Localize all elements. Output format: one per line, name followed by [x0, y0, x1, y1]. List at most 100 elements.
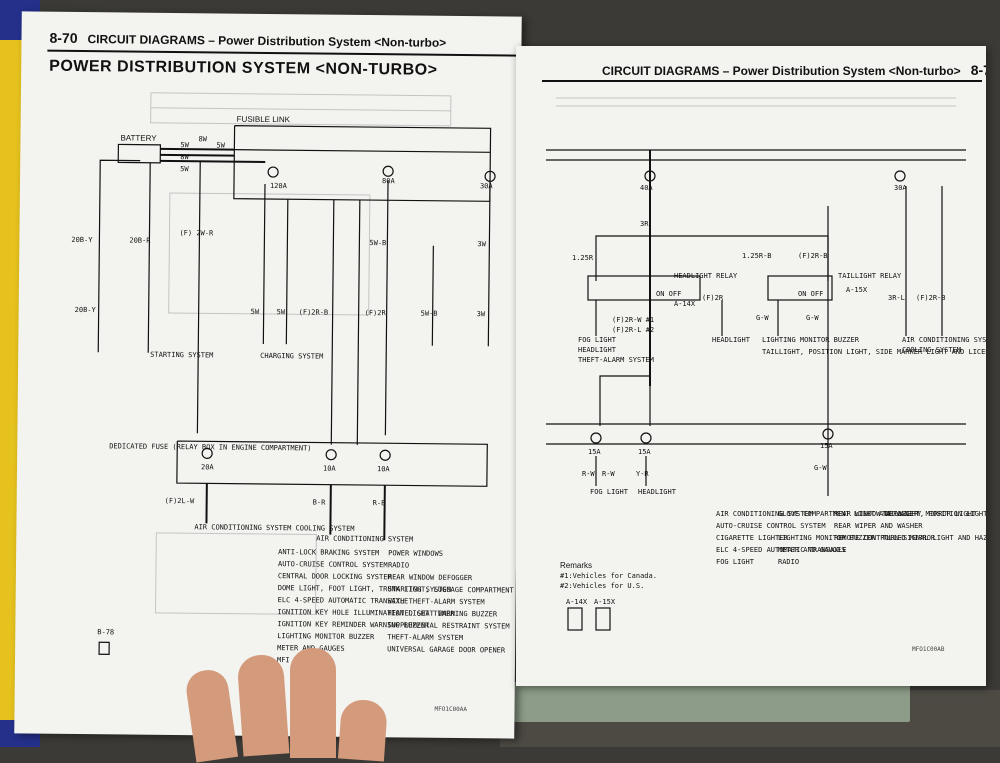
- wire-f-2r-b: (F)2R-B: [299, 308, 329, 316]
- wire-f-2l-w: (F)2L-W: [165, 497, 195, 505]
- fuse-15a-c: 15A: [820, 442, 833, 450]
- fl-120a: 120A: [270, 182, 288, 190]
- connector-b78: B-78: [97, 628, 114, 636]
- wire-5w-b: 5W: [216, 141, 225, 149]
- dest-starting: STARTING SYSTEM: [150, 351, 213, 360]
- dest-fog: FOG LIGHT: [578, 336, 617, 344]
- wire-g-w: G-W: [756, 314, 769, 322]
- dest-headlight-r: HEADLIGHT: [712, 336, 751, 344]
- right-page-code: MFO1C00AB: [912, 646, 945, 653]
- svg-text:RADIO: RADIO: [778, 558, 799, 566]
- remark-1: #1:Vehicles for Canada.: [560, 572, 657, 580]
- wire-3r: 3R: [640, 220, 649, 228]
- left-wiring-diagram: BATTERY FUSIBLE LINK 5W 8W 5W 8W 5W 120A…: [14, 11, 522, 738]
- dest-ac: AIR CONDITIONING SYSTEM: [316, 535, 413, 544]
- wire-f-2r-l: (F)2R-L #2: [612, 326, 654, 334]
- dest-cooling-r: COOLING SYSTEM: [902, 346, 961, 354]
- wire-20b-r: 20B-R: [129, 237, 151, 245]
- dest-charging: CHARGING SYSTEM: [260, 352, 323, 361]
- dest-theft: THEFT-ALARM SYSTEM: [578, 356, 654, 364]
- wire-g-w-2: G-W: [806, 314, 819, 322]
- wire-8w-b: 8W: [180, 153, 189, 161]
- wire-f-2w-r: (F) 2W-R: [179, 229, 214, 237]
- fuse-20a: 20A: [201, 463, 215, 471]
- dest-headlight: HEADLIGHT: [578, 346, 617, 354]
- fl-40a: 40A: [640, 184, 653, 192]
- dest-lighting-buzzer: LIGHTING MONITOR BUZZER: [762, 336, 860, 344]
- wire-b-r: B-R: [313, 498, 327, 506]
- svg-text:POWER WINDOWS: POWER WINDOWS: [388, 549, 443, 558]
- on-off-a: ON OFF: [656, 290, 681, 298]
- wire-r-w: R-W: [582, 470, 595, 478]
- right-wiring-diagram: 40A 30A 3R 1.25R 1.25R-B (F)2R-B HEADLIG…: [516, 46, 986, 686]
- svg-text:CENTRAL DOOR LOCKING SYSTEM: CENTRAL DOOR LOCKING SYSTEM: [278, 572, 392, 581]
- wire-f-2r-r: (F)2R: [702, 294, 724, 302]
- wire-8w: 8W: [198, 135, 207, 143]
- wire-1-25r-b: 1.25R-B: [742, 252, 772, 260]
- dest-headlight-3: HEADLIGHT: [638, 488, 677, 496]
- svg-text:METER AND GAUGES: METER AND GAUGES: [778, 546, 845, 554]
- fusible-link-label: FUSIBLE LINK: [237, 115, 291, 125]
- wire-20b-y-2: 20B-Y: [75, 306, 97, 314]
- wire-r-w-2: R-W: [602, 470, 615, 478]
- wire-f-2r: (F)2R: [365, 309, 387, 317]
- wire-1-25r: 1.25R: [572, 254, 594, 262]
- right-load-list: AIR CONDITIONING SYSTEM AUTO-CRUISE CONT…: [716, 510, 986, 566]
- wire-5w-c: 5W: [180, 165, 189, 173]
- svg-text:AUTO-CRUISE CONTROL SYSTEM: AUTO-CRUISE CONTROL SYSTEM: [716, 522, 826, 530]
- conn-a14x-b: A-14X: [566, 598, 588, 606]
- green-binder: [510, 682, 910, 722]
- fuse-10a-a: 10A: [323, 465, 337, 473]
- svg-text:TURN-SIGNAL LIGHT AND HAZARD L: TURN-SIGNAL LIGHT AND HAZARD LIGHT: [882, 534, 986, 542]
- dedicated-fuse-label: DEDICATED FUSE (RELAY BOX IN ENGINE COMP…: [109, 442, 311, 452]
- svg-text:LIGHTING MONITOR BUZZER: LIGHTING MONITOR BUZZER: [277, 632, 375, 641]
- svg-text:ANTI-LOCK BRAKING SYSTEM: ANTI-LOCK BRAKING SYSTEM: [278, 548, 379, 557]
- svg-text:SUPPLEMENTAL RESTRAINT SYSTEM: SUPPLEMENTAL RESTRAINT SYSTEM: [387, 621, 509, 630]
- wire-f-2r-b-2: (F)2R-B: [916, 294, 946, 302]
- svg-text:REAR WIPER AND WASHER: REAR WIPER AND WASHER: [834, 522, 923, 530]
- finger-4: [338, 698, 388, 761]
- wire-5w-a: 5W: [180, 141, 189, 149]
- wire-20b-y: 20B-Y: [71, 236, 93, 244]
- fl-30a: 30A: [480, 182, 494, 190]
- wire-5w-b-2: 5W-B: [421, 310, 438, 318]
- conn-a14x: A-14X: [674, 300, 696, 308]
- wire-5w-2: 5W: [277, 308, 286, 316]
- taillight-relay-label: TAILLIGHT RELAY: [838, 272, 902, 280]
- svg-text:STARTING SYSTEM: STARTING SYSTEM: [388, 585, 451, 594]
- wire-3w-top: 3W: [477, 240, 486, 248]
- conn-a15x-b: A-15X: [594, 598, 616, 606]
- battery-label: BATTERY: [120, 133, 157, 142]
- conn-a15x: A-15X: [846, 286, 868, 294]
- wire-f-2r-w: (F)2R-W #1: [612, 316, 654, 324]
- wire-5w-b-top: 5W-B: [369, 239, 386, 247]
- wire-3r-l: 3R-L: [888, 294, 905, 302]
- wire-f-2r-b-r: (F)2R-B: [798, 252, 828, 260]
- wire-g-w-3: G-W: [814, 464, 827, 472]
- fuse-10a-b: 10A: [377, 465, 391, 473]
- wire-r-b: R-B: [373, 499, 386, 507]
- svg-text:REAR WINDOW DEFOGGER: REAR WINDOW DEFOGGER: [388, 573, 473, 582]
- svg-text:RADIO: RADIO: [388, 561, 409, 569]
- svg-text:AUTO-CRUISE CONTROL SYSTEM: AUTO-CRUISE CONTROL SYSTEM: [278, 560, 388, 569]
- dest-ac-r: AIR CONDITIONING SYSTEM: [902, 336, 986, 344]
- headlight-relay-label: HEADLIGHT RELAY: [674, 272, 738, 280]
- svg-text:THEFT-ALARM SYSTEM: THEFT-ALARM SYSTEM: [387, 633, 463, 642]
- svg-text:WITH THEFT-ALARM SYSTEM: WITH THEFT-ALARM SYSTEM: [388, 597, 485, 606]
- fl-80a: 80A: [382, 177, 396, 185]
- fuse-15a-b: 15A: [638, 448, 651, 456]
- remarks-title: Remarks: [560, 561, 592, 570]
- wire-y-r: Y-R: [636, 470, 649, 478]
- left-page: 8-70 CIRCUIT DIAGRAMS – Power Distributi…: [14, 11, 522, 738]
- svg-text:UNIVERSAL GARAGE DOOR OPENER: UNIVERSAL GARAGE DOOR OPENER: [387, 645, 506, 654]
- wire-3w-2: 3W: [477, 310, 486, 318]
- dest-fog-2: FOG LIGHT: [590, 488, 629, 496]
- fuse-15a-a: 15A: [588, 448, 601, 456]
- finger-3: [290, 648, 336, 758]
- left-page-code: MFO1C00AA: [434, 706, 467, 713]
- right-page: CIRCUIT DIAGRAMS – Power Distribution Sy…: [516, 46, 986, 686]
- on-off-b: ON OFF: [798, 290, 823, 298]
- dest-ac-cooling: AIR CONDITIONING SYSTEM COOLING SYSTEM: [194, 523, 354, 533]
- finger-2: [237, 654, 290, 757]
- svg-text:FOG LIGHT: FOG LIGHT: [716, 558, 755, 566]
